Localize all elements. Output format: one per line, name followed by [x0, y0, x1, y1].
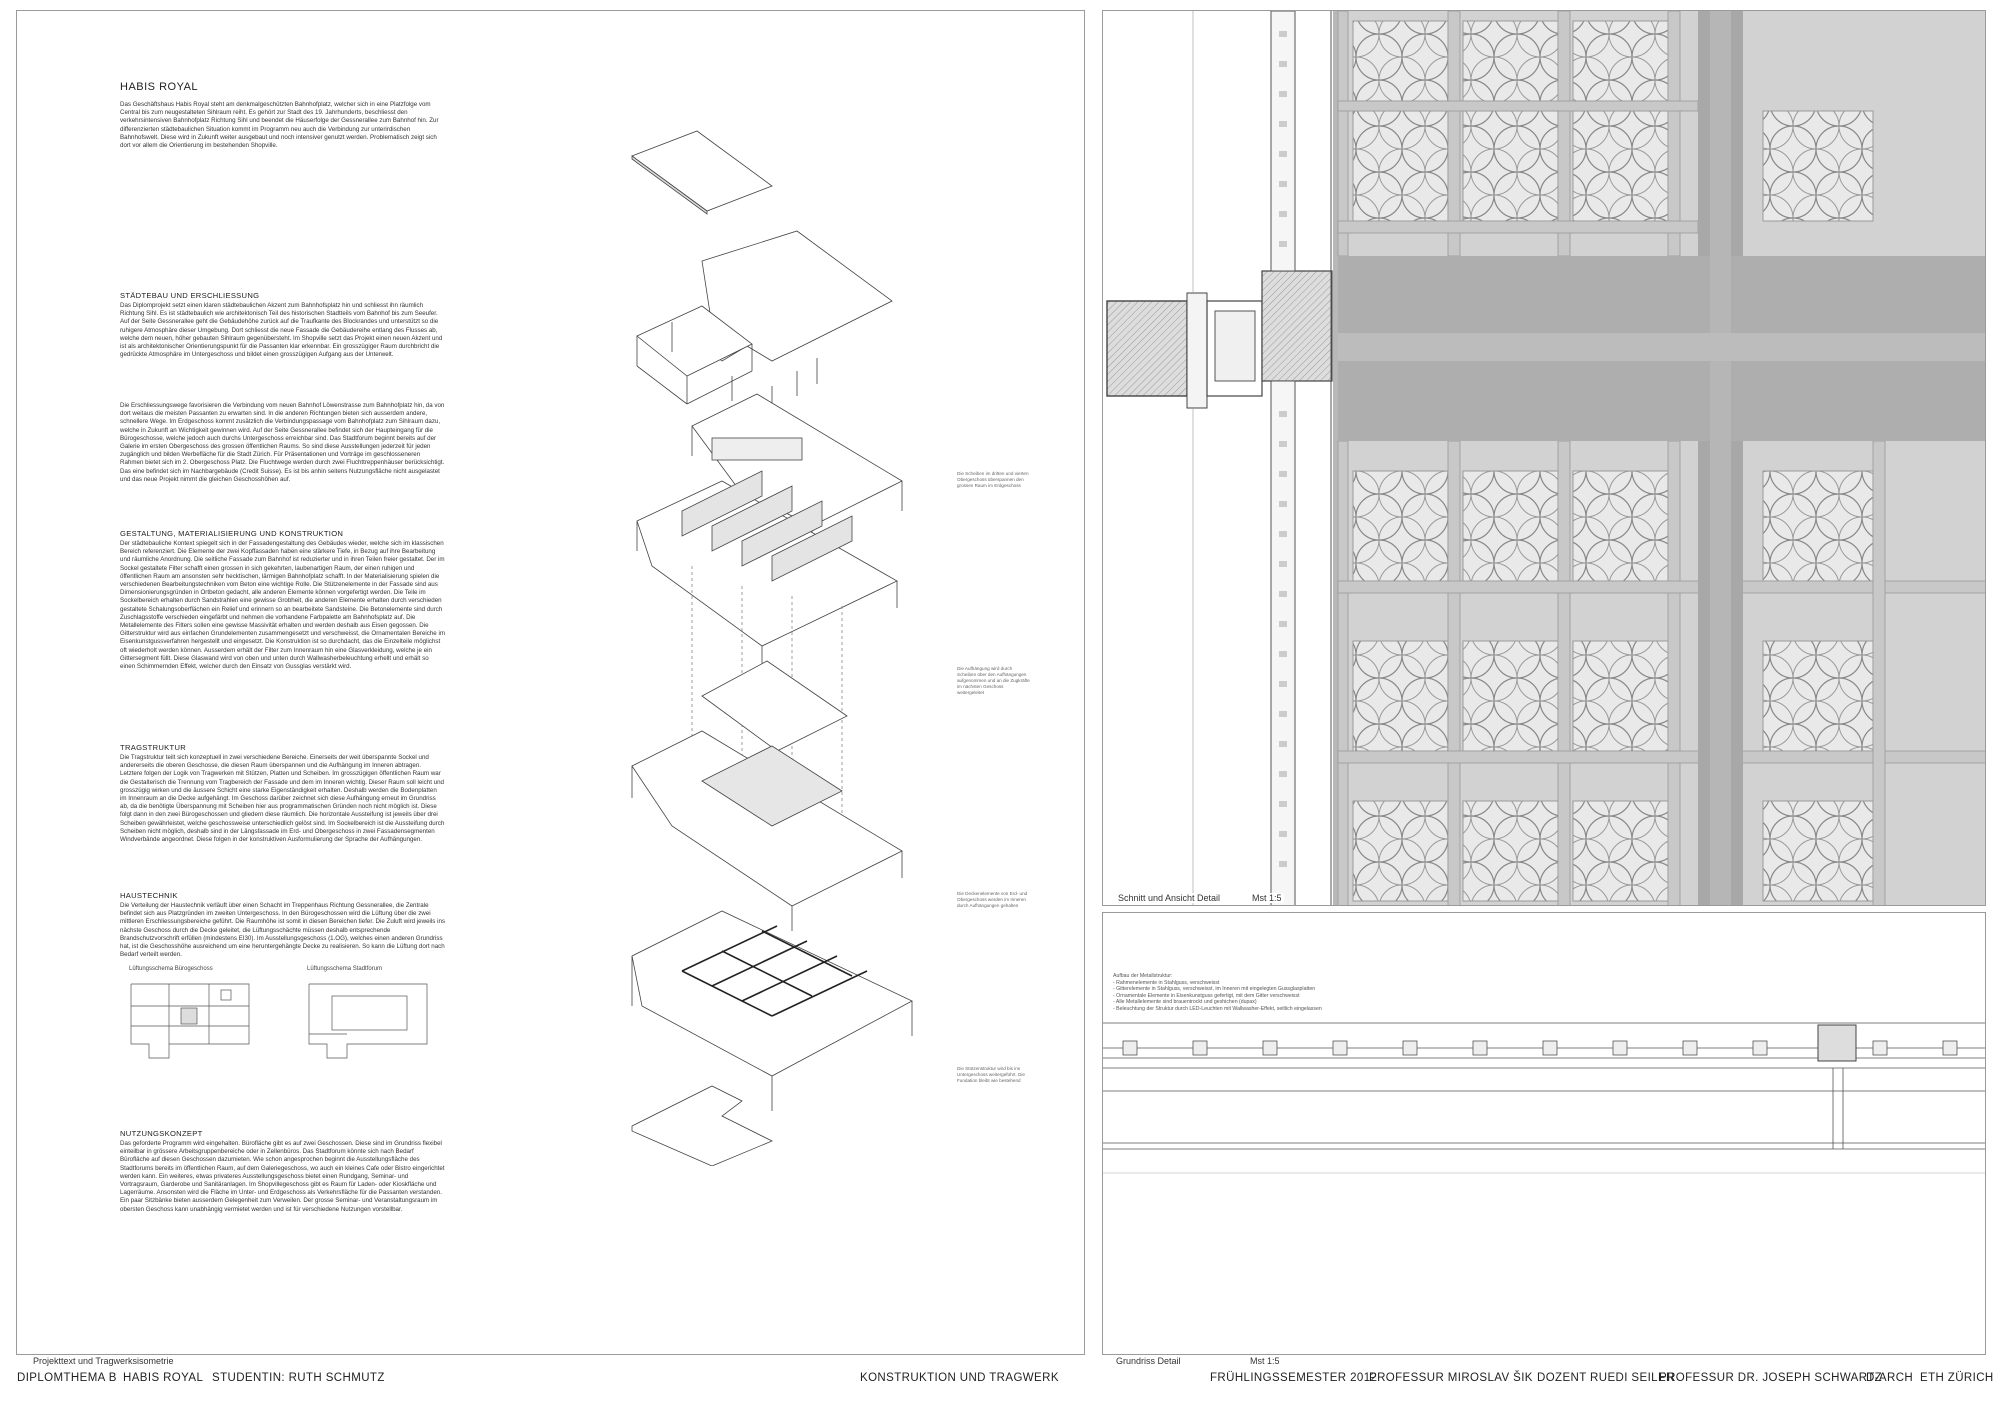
ventilation-plan-office-caption: Lüftungsschema Bürogeschoss — [129, 966, 213, 972]
left-sheet-caption: Projekttext und Tragwerksisometrie — [33, 1356, 174, 1366]
footer-semester: FRÜHLINGSSEMESTER 2012 — [1210, 1372, 1378, 1384]
detail-note: - Beleuchtung der Struktur durch LED-Leu… — [1113, 1005, 1322, 1012]
section-body: Das Diplomprojekt setzt einen klaren stä… — [120, 302, 443, 359]
section-gestaltung: GESTALTUNG, MATERIALISIERUNG UND KONSTRU… — [120, 529, 445, 671]
left-sheet: HABIS ROYAL Das Geschäftshaus Habis Roya… — [16, 10, 1085, 1355]
section-haustechnik: HAUSTECHNIK Die Verteilung der Haustechn… — [120, 891, 445, 959]
section-heading: STÄDTEBAU UND ERSCHLIESSUNG — [120, 291, 260, 300]
section-erschliessung: Die Erschliessungswege favorisieren die … — [120, 402, 445, 484]
section-heading: TRAGSTRUKTUR — [120, 743, 187, 752]
facade-section-elevation-drawing — [1106, 11, 1985, 905]
section-body: Das geforderte Programm wird eingehalten… — [120, 1140, 445, 1213]
facade-detail-sheet — [1102, 10, 1986, 906]
detail-section-scale: Mst 1:5 — [1250, 893, 1284, 903]
exploded-isometric-structure — [612, 126, 932, 1166]
footer-center-title: KONSTRUKTION UND TRAGWERK — [860, 1372, 1059, 1384]
detail-note: - Rahmenelemente in Stahlguss, verschwei… — [1113, 979, 1220, 986]
plan-detail-label: Grundriss Detail — [1116, 1356, 1181, 1366]
footer-professur-sik: PROFESSUR MIROSLAV ŠIK — [1369, 1372, 1533, 1384]
footer-darch: D-ARCH — [1866, 1372, 1914, 1384]
section-tragstruktur: TRAGSTRUKTUR Die Tragstruktur teilt sich… — [120, 743, 445, 844]
project-text-column: HABIS ROYAL Das Geschäftshaus Habis Roya… — [120, 81, 445, 1213]
section-body: Die Tragstruktur teilt sich konzeptuell … — [120, 754, 445, 844]
detail-note: Aufbau der Metallstruktur: — [1113, 973, 1173, 979]
ventilation-plan-forum: Lüftungsschema Stadtforum — [307, 966, 447, 1061]
annotation-3: Die Deckenelemente von Erd- und Obergesc… — [957, 891, 1028, 908]
detail-notes: Aufbau der Metallstruktur: - Rahmeneleme… — [1113, 973, 1353, 1013]
section-heading: NUTZUNGSKONZEPT — [120, 1129, 203, 1138]
plan-detail-drawing — [1103, 1022, 1985, 1174]
detail-note: - Alle Metallelemente sind brauentrockt … — [1113, 999, 1257, 1006]
footer-eth: ETH ZÜRICH — [1920, 1372, 1994, 1384]
ventilation-plan-forum-caption: Lüftungsschema Stadtforum — [307, 966, 383, 972]
section-nutzungskonzept: NUTZUNGSKONZEPT Das geforderte Programm … — [120, 1129, 445, 1214]
footer-dozent: DOZENT RUEDI SEILER — [1537, 1372, 1675, 1384]
section-staedtebau: STÄDTEBAU UND ERSCHLIESSUNG Das Diplompr… — [120, 291, 445, 359]
project-intro: Das Geschäftshaus Habis Royal steht am d… — [120, 101, 439, 150]
section-body: Die Erschliessungswege favorisieren die … — [120, 402, 445, 483]
annotation-2: Die Aufhängung wird durch Scheiben über … — [957, 666, 1030, 695]
footer-professur-schwartz: PROFESSUR DR. JOSEPH SCHWARTZ — [1659, 1372, 1883, 1384]
annotation-4: Die Stützenstruktur wird bis ins Unterge… — [957, 1066, 1025, 1083]
detail-section-label: Schnitt und Ansicht Detail — [1116, 893, 1223, 903]
project-title: HABIS ROYAL — [120, 81, 199, 93]
section-body: Die Verteilung der Haustechnik verläuft … — [120, 902, 445, 959]
ventilation-plan-office: Lüftungsschema Bürogeschoss — [129, 966, 269, 1061]
detail-note: - Ornamentale Elemente in Eisenkunstguss… — [1113, 992, 1300, 999]
footer-project: HABIS ROYAL — [123, 1372, 204, 1384]
section-heading: GESTALTUNG, MATERIALISIERUNG UND KONSTRU… — [120, 529, 344, 538]
footer-thema: DIPLOMTHEMA B — [17, 1372, 117, 1384]
plan-detail-scale: Mst 1:5 — [1250, 1356, 1280, 1366]
detail-note: - Gitterelemente in Stahlguss, verschwei… — [1113, 986, 1316, 993]
plan-detail-sheet: Aufbau der Metallstruktur: - Rahmeneleme… — [1102, 912, 1986, 1355]
section-heading: HAUSTECHNIK — [120, 891, 178, 900]
footer-student: STUDENTIN: RUTH SCHMUTZ — [212, 1372, 385, 1384]
annotation-1: Die Scheiben im dritten und vierten Ober… — [957, 471, 1029, 488]
section-body: Der städtebauliche Kontext spiegelt sich… — [120, 540, 445, 671]
